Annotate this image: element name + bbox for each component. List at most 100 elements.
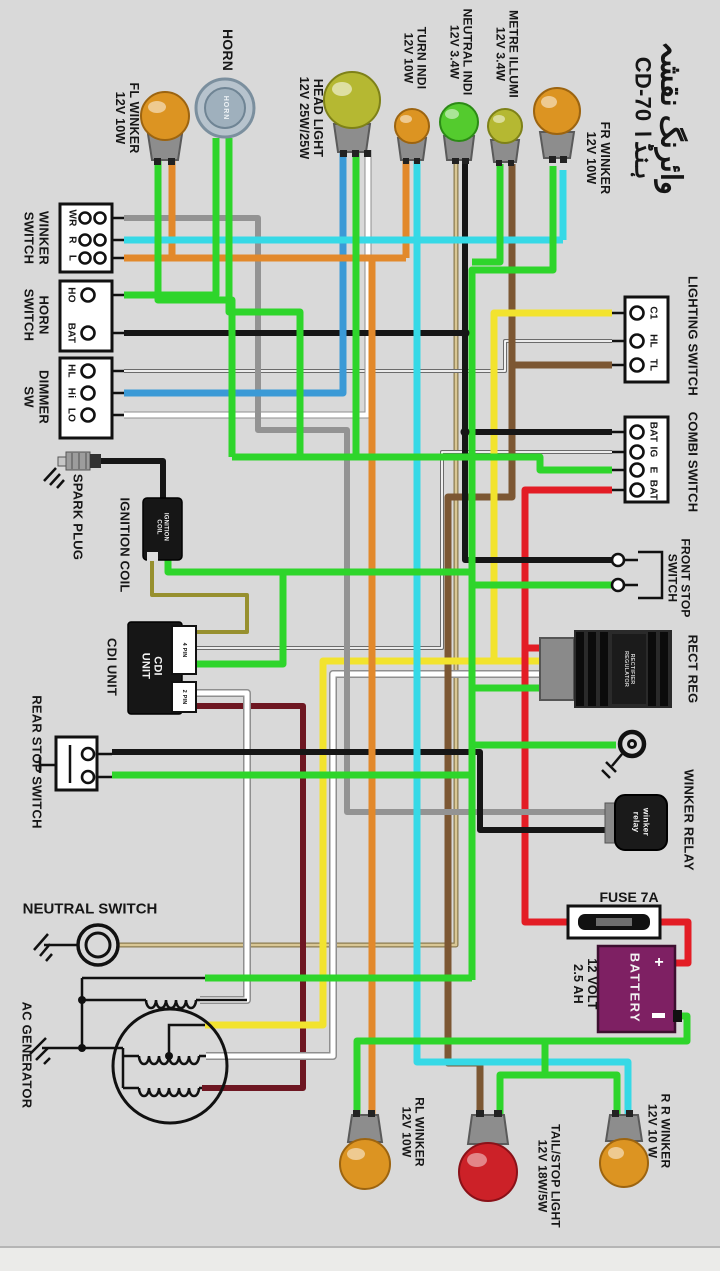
fuse — [566, 904, 662, 940]
photo-edge-strip — [0, 1247, 720, 1271]
metre-contact — [508, 160, 514, 166]
ac-generator — [29, 976, 247, 1125]
metre-illumi-bulb — [487, 108, 523, 166]
neutral-switch-outer — [76, 923, 120, 967]
spark-plug-ridges — [71, 452, 87, 470]
ground-bolt — [601, 729, 647, 779]
neutral-switch — [33, 923, 120, 967]
rectreg-label-band — [612, 634, 646, 704]
terminal-c1 — [629, 305, 645, 321]
wire-black-main-vertical — [462, 160, 612, 563]
rectreg-connector — [539, 637, 575, 701]
terminal-label-ho: HO — [65, 287, 77, 303]
tail-contact — [476, 1110, 484, 1117]
terminal-hi — [80, 385, 96, 401]
combi-switch — [612, 415, 670, 504]
turn-highlight — [400, 115, 412, 123]
metre-contact — [496, 160, 502, 166]
wire-dimmer-hi-blue — [124, 150, 347, 397]
lighting-switch — [612, 295, 670, 384]
combi-stubs — [612, 430, 633, 492]
wire-cdi-coil1-white-outline — [196, 689, 251, 1004]
label-cdi-unit: CDI UNIT — [104, 638, 120, 696]
terminal-lo — [80, 407, 96, 423]
wire-battery-minus-green — [353, 1012, 691, 1115]
battery-minus-terminal — [673, 1010, 682, 1022]
tail-stop-bulb — [458, 1110, 518, 1202]
label-lighting-switch: LIGHTING SWITCH — [685, 276, 701, 396]
junction-dot — [78, 1044, 86, 1052]
title-urdu-line1: وائرنگ نقشہ — [654, 41, 687, 195]
title-urdu: وائرنگ نقشہ CD-70 ہنڈا — [629, 41, 687, 195]
tail-glass — [458, 1142, 518, 1202]
rr-socket — [604, 1114, 644, 1142]
terminal-label-hl: HL — [65, 364, 77, 378]
terminal-label-lo: LO — [65, 407, 77, 423]
rl-highlight — [347, 1148, 365, 1160]
terminal-combi-e — [629, 462, 645, 478]
title-urdu-line2: CD-70 ہنڈا — [630, 56, 656, 180]
front-stop-switch — [610, 550, 664, 600]
winker-relay — [604, 794, 668, 851]
terminal-label-hi: Hi — [65, 387, 77, 399]
neutral-switch-inner — [84, 931, 112, 959]
terminal-tl — [629, 357, 645, 373]
neutral-glass — [439, 102, 479, 142]
wire-horn-green-2 — [225, 138, 304, 457]
terminal-combi-ig — [629, 444, 645, 460]
horn-inner — [204, 87, 246, 129]
terminal-wr-a — [78, 211, 92, 225]
wire-cdi-coil1-white — [196, 690, 250, 1003]
label-winker-relay: WINKER RELAY — [681, 769, 697, 871]
terminal-l-b — [93, 251, 107, 265]
turn-indi-bulb — [394, 108, 430, 164]
cdi-2pin-connector — [171, 681, 197, 713]
terminal-label-lt-hl: HL — [647, 334, 659, 348]
fr-contact — [560, 156, 567, 163]
terminal-label-r: R — [66, 236, 78, 244]
metre-glass — [487, 108, 523, 144]
junction-dot — [78, 996, 86, 1004]
fl-contact — [168, 158, 175, 165]
fl-highlight — [148, 101, 166, 113]
wire-rr-winker-cyan — [413, 158, 632, 1115]
wire-dimmer-hl — [124, 340, 612, 372]
ignition-coil — [142, 497, 183, 561]
generator-coil-3 — [137, 1087, 201, 1098]
generator-leads — [42, 976, 247, 1090]
rr-winker-bulb — [599, 1110, 649, 1188]
neutral-contact — [452, 158, 459, 164]
rr-contact — [626, 1110, 633, 1117]
rectreg-fin — [660, 632, 668, 706]
neutral-indi-bulb — [439, 102, 479, 164]
spark-plug — [43, 451, 101, 489]
rear-stop-lines — [38, 752, 112, 779]
wire-rectreg-generator-white — [206, 671, 542, 1059]
turn-contact — [414, 158, 420, 164]
battery — [596, 944, 682, 1034]
terminal-bat — [80, 325, 96, 341]
spark-plug-cap — [90, 454, 101, 468]
turn-contact — [403, 158, 409, 164]
rr-highlight — [608, 1147, 624, 1159]
wire-combi-ig-cdi-outline — [196, 450, 612, 650]
hl-contact — [364, 150, 371, 157]
fl-winker-bulb — [140, 91, 190, 165]
horn-switch — [58, 279, 124, 353]
terminal-label-combi-bat1: BAT — [647, 421, 659, 443]
spark-plug-tip — [57, 456, 67, 467]
label-horn: HORN — [219, 28, 236, 72]
junction-dot — [165, 1052, 173, 1060]
rectreg-fin — [576, 632, 584, 706]
rl-winker-bulb — [339, 1110, 391, 1190]
rl-socket — [346, 1114, 384, 1143]
wire-green-bus-combi-e — [232, 453, 612, 474]
terminal-wr-b — [93, 211, 107, 225]
